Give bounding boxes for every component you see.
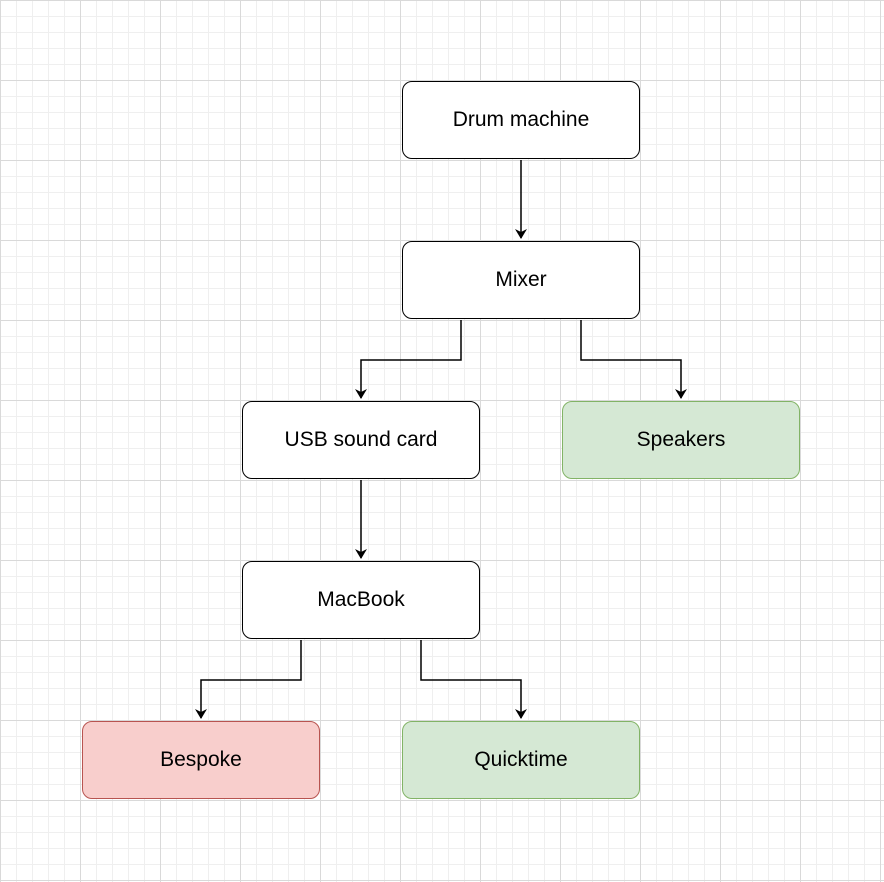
node-label: MacBook [317, 588, 405, 611]
node-speakers[interactable]: Speakers [562, 401, 800, 479]
node-label: Quicktime [474, 748, 568, 771]
node-label: Bespoke [160, 748, 242, 771]
node-label: Mixer [495, 268, 547, 291]
node-quicktime[interactable]: Quicktime [402, 721, 640, 799]
node-usb-sound-card[interactable]: USB sound card [242, 401, 480, 479]
node-label: USB sound card [284, 428, 438, 451]
edge-mixer-to-usb-sound-card [355, 320, 462, 399]
edge-macbook-to-quicktime [420, 640, 527, 719]
edge-macbook-to-bespoke [195, 640, 302, 719]
node-drum-machine[interactable]: Drum machine [402, 81, 640, 159]
node-bespoke[interactable]: Bespoke [82, 721, 320, 799]
node-label: Drum machine [452, 108, 590, 131]
edge-mixer-to-speakers [580, 320, 687, 399]
node-mixer[interactable]: Mixer [402, 241, 640, 319]
node-label: Speakers [636, 428, 726, 451]
node-macbook[interactable]: MacBook [242, 561, 480, 639]
